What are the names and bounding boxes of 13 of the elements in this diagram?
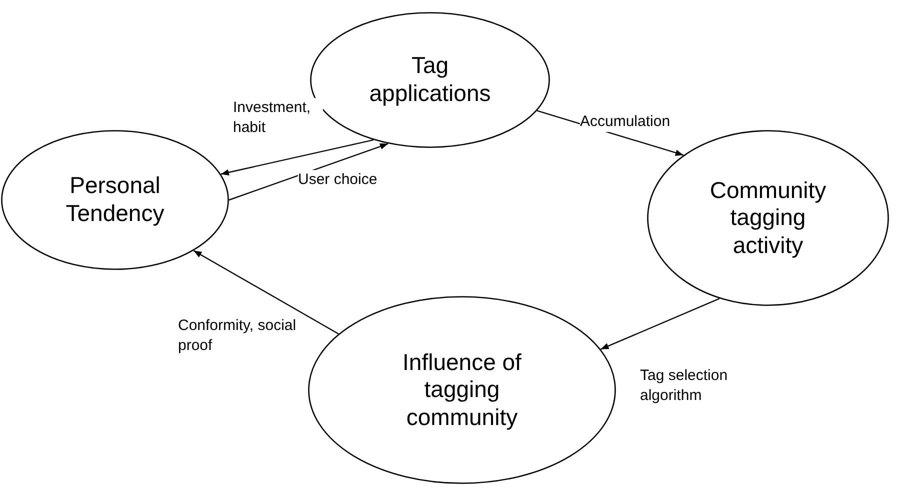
arrow bbox=[600, 298, 720, 350]
node-label: Influence of tagging community bbox=[402, 348, 522, 432]
edge-label: Accumulation bbox=[580, 112, 670, 132]
node-label: Tag applications bbox=[368, 52, 492, 108]
ellipse-node bbox=[310, 12, 550, 148]
ellipse-node bbox=[1, 130, 229, 270]
arrow bbox=[228, 143, 388, 201]
node-label: Community tagging activity bbox=[708, 176, 828, 260]
ellipse-node bbox=[308, 296, 616, 484]
ellipse-node bbox=[647, 130, 889, 306]
node-label: Personal Tendency bbox=[64, 172, 166, 228]
arrow bbox=[220, 139, 374, 176]
arrow bbox=[193, 250, 339, 334]
